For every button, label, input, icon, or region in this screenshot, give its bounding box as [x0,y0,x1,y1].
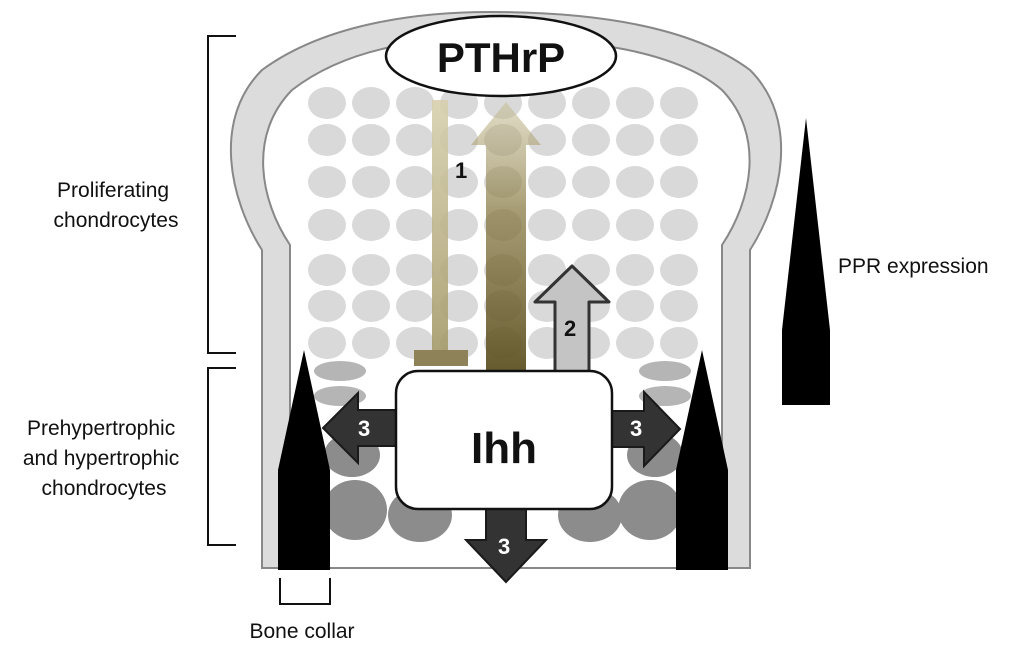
bone-collar-bracket [279,578,331,605]
pthrp-ellipse [384,14,618,98]
pthrp-label: PTHrP [437,34,565,81]
proliferating-cell [660,290,698,322]
hypertrophic-cell [323,480,387,540]
proliferating-cell [308,290,346,322]
proliferating-cell [396,209,434,241]
arrow-2-label: 2 [564,316,576,341]
proliferating-cell [396,166,434,198]
prehypertrophic-cell [639,361,691,381]
proliferating-cell [440,254,478,286]
proliferating-cell [308,124,346,156]
prehypertrophic-cell [314,361,366,381]
proliferating-cell [528,166,566,198]
left-ppr-wedge [278,350,330,570]
proliferating-cell [616,290,654,322]
proliferating-cell [528,209,566,241]
hypertrophic-label: Prehypertrophic and hypertrophic chondro… [23,417,185,500]
ppr-expression-label: PPR expression [838,255,989,278]
hypertrophic-cell [618,480,682,540]
proliferating-cell [440,166,478,198]
proliferating-cell [308,327,346,359]
proliferating-cell [308,87,346,119]
proliferating-cell [660,124,698,156]
upward-signal-arrow [471,102,541,370]
proliferating-cell [352,124,390,156]
proliferating-cell [396,124,434,156]
proliferating-cell [308,254,346,286]
right-arrow-3-label: 3 [630,416,642,441]
proliferating-cell [616,209,654,241]
down-arrow-3-label: 3 [498,534,510,559]
proliferating-cell [440,290,478,322]
proliferating-cell [616,87,654,119]
proliferating-cell [616,166,654,198]
proliferating-cell [616,124,654,156]
upward-arrow-2 [533,264,611,374]
proliferating-bracket [207,35,236,354]
proliferating-label: Proliferating chondrocytes [54,179,179,232]
proliferating-cell [572,166,610,198]
proliferating-cell [396,254,434,286]
left-arrow-3-label: 3 [358,416,370,441]
proliferating-cell [616,254,654,286]
proliferating-cell [528,124,566,156]
proliferating-cell [396,290,434,322]
left-arrow-3 [321,390,401,466]
ihh-label: Ihh [471,424,537,473]
down-arrow-3 [463,507,549,584]
proliferating-cell [528,254,566,286]
proliferating-cell [572,124,610,156]
proliferating-cell [352,327,390,359]
proliferating-cell [352,87,390,119]
proliferating-cell [352,209,390,241]
proliferating-cell [308,209,346,241]
ppr-expression-wedge [782,118,830,405]
proliferating-cell [352,166,390,198]
proliferating-cell [616,327,654,359]
ihh-box [394,369,614,511]
proliferating-cell [572,87,610,119]
proliferating-cell [660,254,698,286]
proliferating-cell [660,327,698,359]
inhibition-bar [414,100,468,366]
proliferating-cell [440,124,478,156]
proliferating-cell [572,209,610,241]
arrow-1-label: 1 [455,158,467,183]
proliferating-cell [660,166,698,198]
right-arrow-3 [607,389,682,469]
proliferating-cell [660,87,698,119]
proliferating-cell [308,166,346,198]
proliferating-cell [352,290,390,322]
proliferating-cell [396,87,434,119]
hypertrophic-bracket [207,367,236,546]
proliferating-cell [440,209,478,241]
right-ppr-wedge [676,350,728,570]
bone-collar-label: Bone collar [249,620,354,643]
proliferating-cell [352,254,390,286]
proliferating-cell [660,209,698,241]
